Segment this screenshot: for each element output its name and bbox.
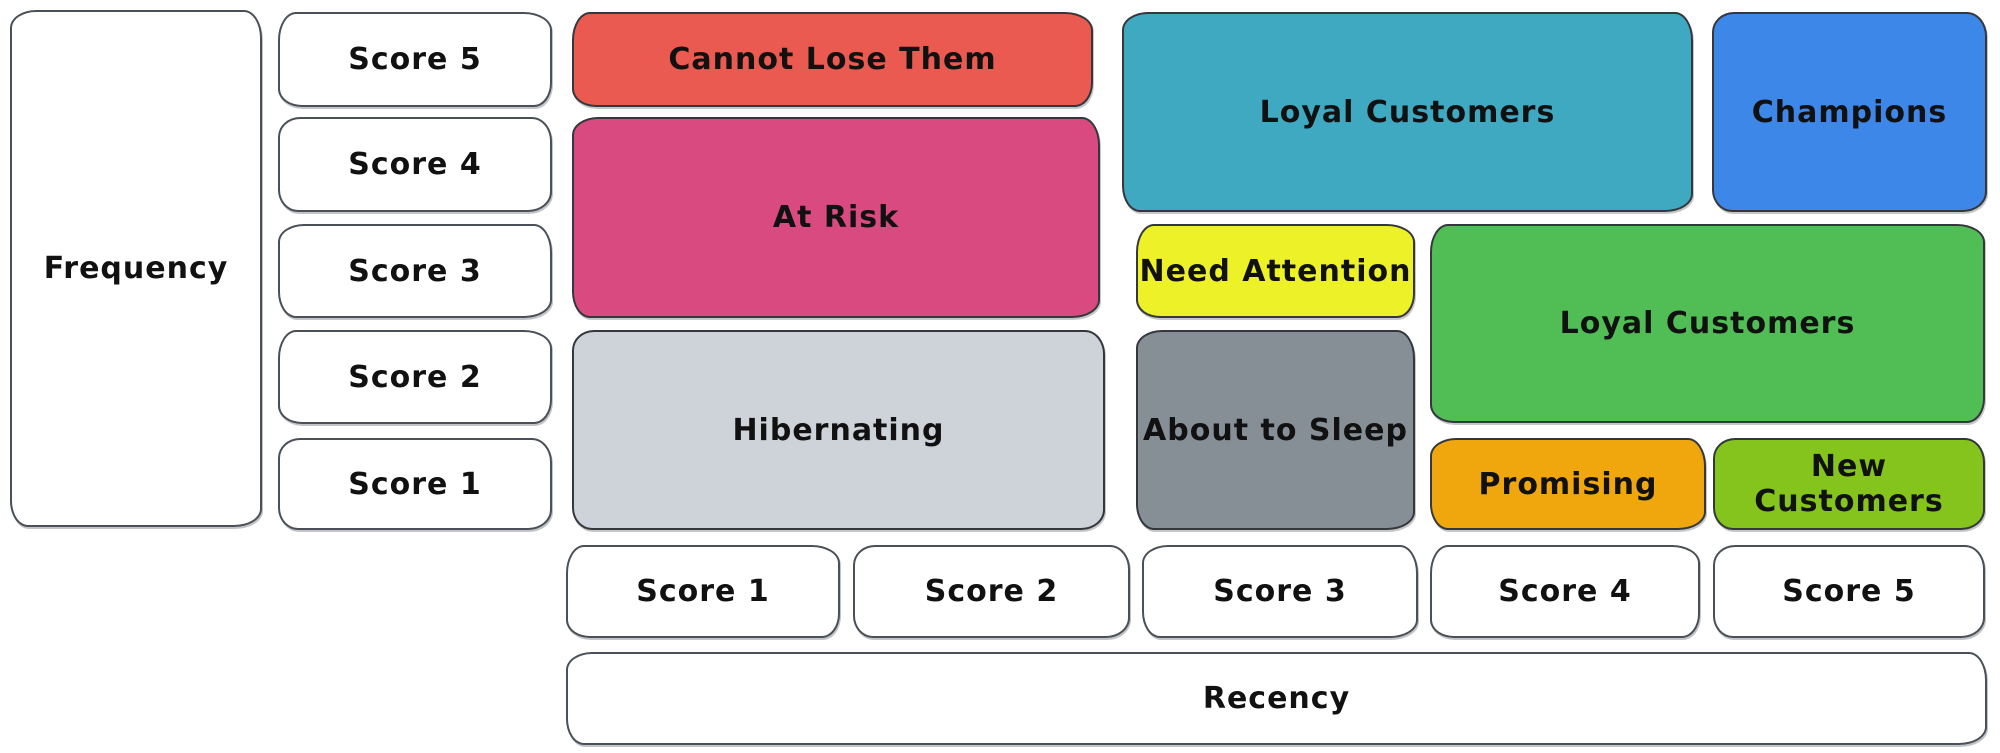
segment-hibernating: Hibernating — [572, 330, 1105, 530]
segment-at-risk: At Risk — [572, 117, 1100, 318]
recency-score-2: Score 2 — [853, 545, 1130, 638]
segment-loyal-customers-mid: Loyal Customers — [1430, 224, 1985, 423]
segment-promising: Promising — [1430, 438, 1706, 530]
segment-loyal-customers-top: Loyal Customers — [1122, 12, 1693, 212]
recency-score-4: Score 4 — [1430, 545, 1700, 638]
recency-score-1: Score 1 — [566, 545, 840, 638]
recency-score-5: Score 5 — [1713, 545, 1985, 638]
frequency-score-3: Score 3 — [278, 224, 552, 318]
frequency-score-2: Score 2 — [278, 330, 552, 424]
segment-need-attention: Need Attention — [1136, 224, 1415, 318]
segment-about-to-sleep: About to Sleep — [1136, 330, 1415, 530]
segment-cannot-lose-them: Cannot Lose Them — [572, 12, 1093, 107]
segment-champions: Champions — [1712, 12, 1987, 212]
segment-new-customers: New Customers — [1713, 438, 1985, 530]
frequency-axis-label: Frequency — [10, 10, 262, 527]
frequency-score-5: Score 5 — [278, 12, 552, 107]
recency-score-3: Score 3 — [1142, 545, 1418, 638]
frequency-score-4: Score 4 — [278, 117, 552, 212]
recency-axis-label: Recency — [566, 652, 1987, 745]
frequency-score-1: Score 1 — [278, 438, 552, 530]
